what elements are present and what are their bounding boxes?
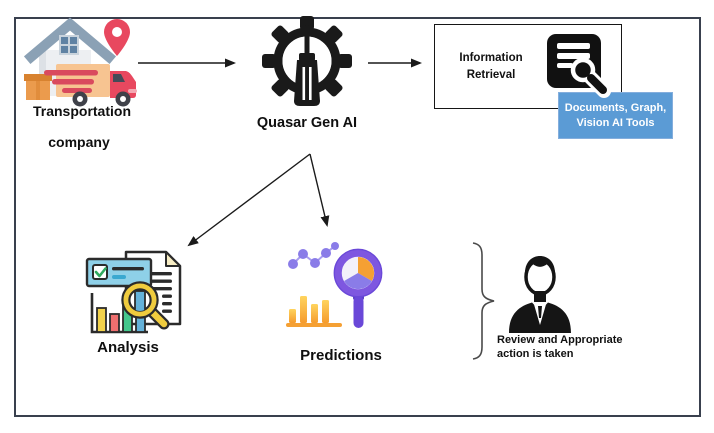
bar-chart [286, 296, 342, 327]
location-pin-icon [104, 19, 130, 56]
report-chart-magnifier-icon [85, 250, 182, 334]
review-label-line2: action is taken [497, 347, 574, 360]
screwdriver [294, 25, 320, 106]
diagram-frame [14, 17, 701, 417]
tools-note-line1: Documents, Graph, [564, 101, 667, 114]
tools-note-line2: Vision AI Tools [576, 116, 655, 129]
information-label-line1: Information [459, 52, 523, 64]
transportation-label-line1: Transportation [32, 103, 131, 119]
task-banner [85, 257, 153, 288]
house-truck-location-icon [23, 17, 137, 107]
forecast-chart-magnifier-icon [286, 242, 383, 328]
analysis-label: Analysis [97, 339, 159, 356]
transportation-label-line2: company [48, 134, 110, 150]
tools-note: Documents, Graph, Vision AI Tools [558, 92, 673, 139]
predictions-label: Predictions [300, 347, 382, 364]
gear-screwdriver-icon [262, 16, 352, 106]
delivery-truck [44, 64, 137, 107]
magnifier [121, 281, 170, 330]
magnifier [333, 248, 383, 328]
information-label-line2: Retrieval [466, 69, 516, 81]
document-search-icon [547, 34, 611, 98]
quasar-label: Quasar Gen AI [256, 115, 358, 131]
package-box [24, 74, 52, 100]
trend-dots [288, 242, 339, 269]
review-label-line1: Review and Appropriate [497, 334, 623, 346]
person-icon [509, 256, 571, 333]
